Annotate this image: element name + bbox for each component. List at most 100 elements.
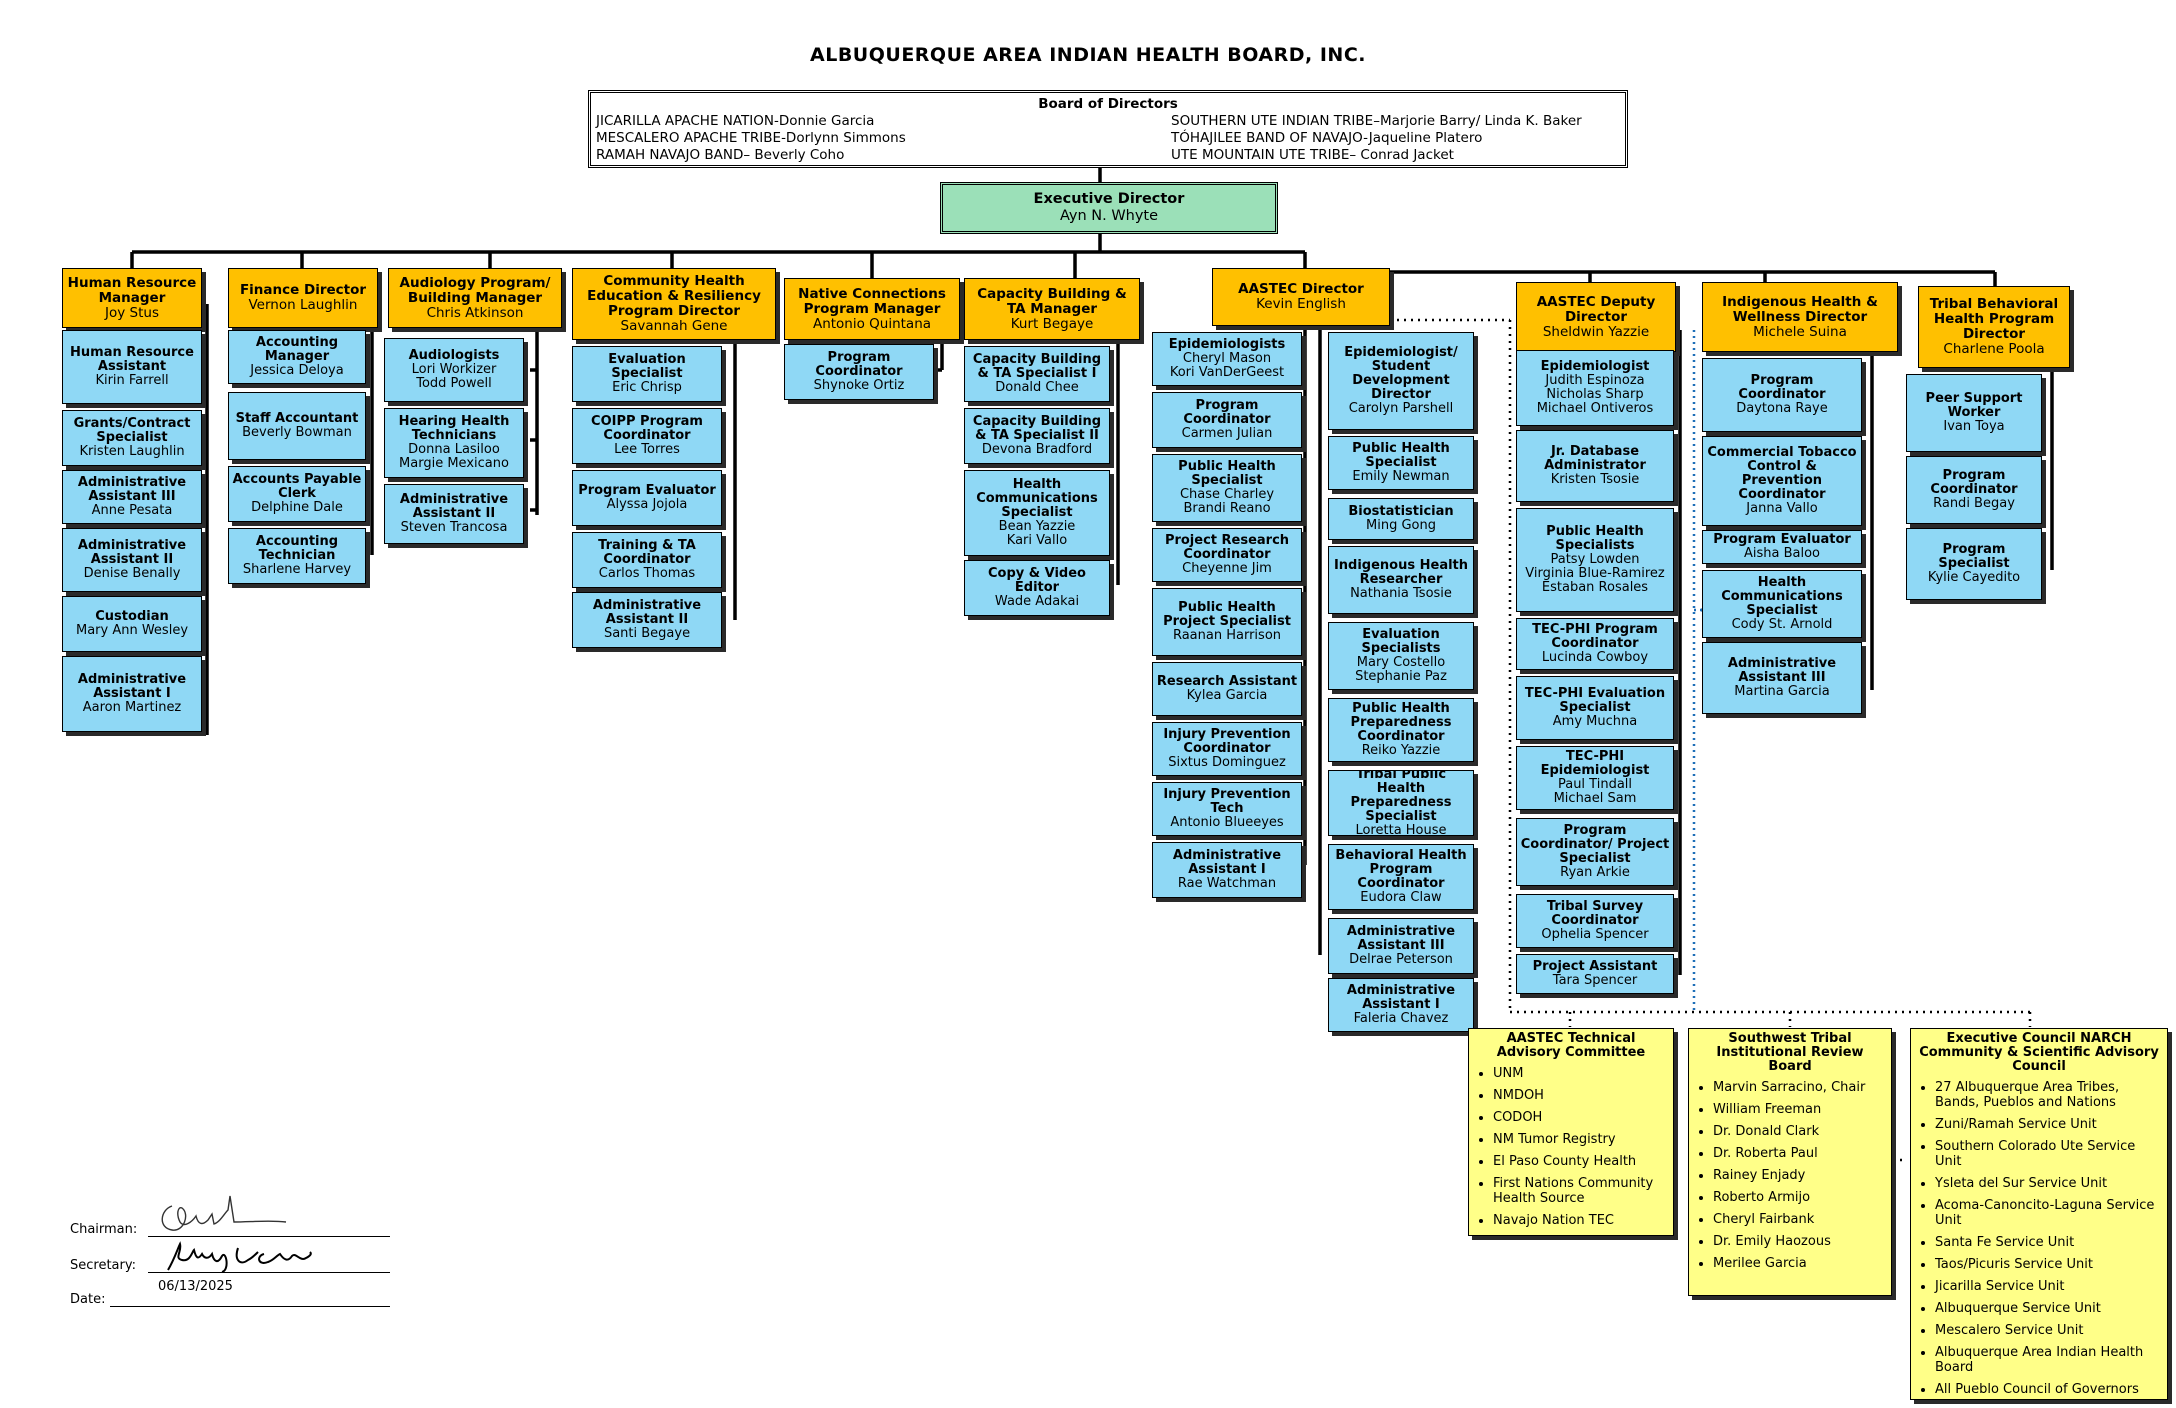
advisory-list-item: First Nations Community Health Source <box>1493 1176 1667 1206</box>
person-name: Kylea Garcia <box>1186 688 1268 703</box>
position-title: TEC-PHI Epidemiologist <box>1540 749 1650 778</box>
manager-box-native-connections: Native Connections Program Manager Anton… <box>784 278 960 340</box>
narch-advisory-council: Executive Council NARCH Community & Scie… <box>1910 1028 2168 1400</box>
person-name: Janna Vallo <box>1746 501 1818 516</box>
advisory-list-item: All Pueblo Council of Governors <box>1935 1382 2161 1397</box>
position-title: Accounts Payable Clerk <box>232 472 362 501</box>
person-name: Rae Watchman <box>1177 876 1277 891</box>
board-member: MESCALERO APACHE TRIBE-Dorlynn Simmons <box>596 130 906 146</box>
position-title: Public Health Preparedness Coordinator <box>1350 701 1452 744</box>
position-title: Administrative Assistant III <box>1346 924 1456 953</box>
secretary-label: Secretary: <box>70 1258 136 1273</box>
position-title: Administrative Assistant II <box>399 492 509 521</box>
position-title: Project Assistant <box>1532 959 1658 974</box>
position-title: Indigenous Health & Wellness Director <box>1722 293 1878 325</box>
position-title: Human Resource Assistant <box>70 345 194 374</box>
date-line <box>110 1306 390 1307</box>
person-name: Sharlene Harvey <box>242 562 352 577</box>
person-name: Shynoke Ortiz <box>813 378 905 393</box>
position-title: Program Coordinator <box>1183 398 1271 427</box>
advisory-list-item: Southern Colorado Ute Service Unit <box>1935 1139 2161 1169</box>
position-title: COIPP Program Coordinator <box>591 414 703 443</box>
person-name: Delphine Dale <box>251 500 343 515</box>
advisory-list-item: Jicarilla Service Unit <box>1935 1279 2161 1294</box>
position-title: Accounting Manager <box>255 335 339 364</box>
advisory-list-item: William Freeman <box>1713 1102 1885 1117</box>
person-name: Sheldwin Yazzie <box>1542 323 1650 340</box>
advisory-list-item: Zuni/Ramah Service Unit <box>1935 1117 2161 1132</box>
position-title: AASTEC Deputy Director <box>1536 293 1656 325</box>
advisory-list-item: Roberto Armijo <box>1713 1190 1885 1205</box>
position-title: Program Coordinator <box>1930 468 2018 497</box>
position-title: Staff Accountant <box>235 411 359 426</box>
board-member: JICARILLA APACHE NATION-Donnie Garcia <box>596 113 875 129</box>
page-title: ALBUQUERQUE AREA INDIAN HEALTH BOARD, IN… <box>810 44 1366 66</box>
advisory-list-item: Marvin Sarracino, Chair <box>1713 1080 1885 1095</box>
position-title: Human Resource Manager <box>67 274 197 306</box>
position-title: Biostatistician <box>1348 504 1454 519</box>
position-title: Injury Prevention Tech <box>1163 787 1291 816</box>
person-name: Paul Tindall Michael Sam <box>1553 777 1637 806</box>
person-name: Vernon Laughlin <box>248 297 358 313</box>
person-name: Denise Benally <box>83 566 181 581</box>
person-name: Devona Bradford <box>981 442 1093 457</box>
person-name: Kylie Cayedito <box>1927 570 2021 585</box>
position-title: Injury Prevention Coordinator <box>1163 727 1291 756</box>
advisory-list-item: NM Tumor Registry <box>1493 1132 1667 1147</box>
position-title: Audiologists <box>408 348 500 363</box>
board-of-directors: Board of Directors JICARILLA APACHE NATI… <box>588 90 1628 168</box>
position-title: Program Coordinator <box>815 350 903 379</box>
advisory-list-item: UNM <box>1493 1066 1667 1081</box>
person-name: Ryan Arkie <box>1560 865 1630 880</box>
advisory-list-item: Taos/Picuris Service Unit <box>1935 1257 2161 1272</box>
position-title: Native Connections Program Manager <box>798 285 946 317</box>
person-name: Kevin English <box>1256 296 1346 312</box>
advisory-list-item: El Paso County Health <box>1493 1154 1667 1169</box>
person-name: Kirin Farrell <box>95 373 169 388</box>
manager-box-community-health: Community Health Education & Resiliency … <box>572 268 776 340</box>
manager-box-audiology: Audiology Program/ Building Manager Chri… <box>388 268 562 328</box>
position-title: Epidemiologist/ Student Development Dire… <box>1344 345 1458 402</box>
person-name: Daytona Raye <box>1736 401 1828 416</box>
position-title: Epidemiologists <box>1168 337 1286 352</box>
advisory-title: Southwest Tribal Institutional Review Bo… <box>1716 1031 1864 1074</box>
advisory-list-item: Cheryl Fairbank <box>1713 1212 1885 1227</box>
board-members-right: SOUTHERN UTE INDIAN TRIBE–Marjorie Barry… <box>1171 113 1582 164</box>
person-name: Aisha Baloo <box>1743 546 1821 561</box>
position-title: Administrative Assistant I <box>77 672 187 701</box>
person-name: Chase Charley Brandi Reano <box>1179 487 1275 516</box>
position-title: Program Coordinator <box>1738 373 1826 402</box>
advisory-list-item: CODOH <box>1493 1110 1667 1125</box>
board-title: Board of Directors <box>1038 96 1178 112</box>
board-member: RAMAH NAVAJO BAND– Beverly Coho <box>596 147 845 163</box>
manager-box-tribal-behavioral-health: Tribal Behavioral Health Program Directo… <box>1918 286 2070 368</box>
southwest-tribal-irb: Southwest Tribal Institutional Review Bo… <box>1688 1028 1892 1296</box>
board-member: SOUTHERN UTE INDIAN TRIBE–Marjorie Barry… <box>1171 113 1582 129</box>
advisory-list-item: Albuquerque Service Unit <box>1935 1301 2161 1316</box>
